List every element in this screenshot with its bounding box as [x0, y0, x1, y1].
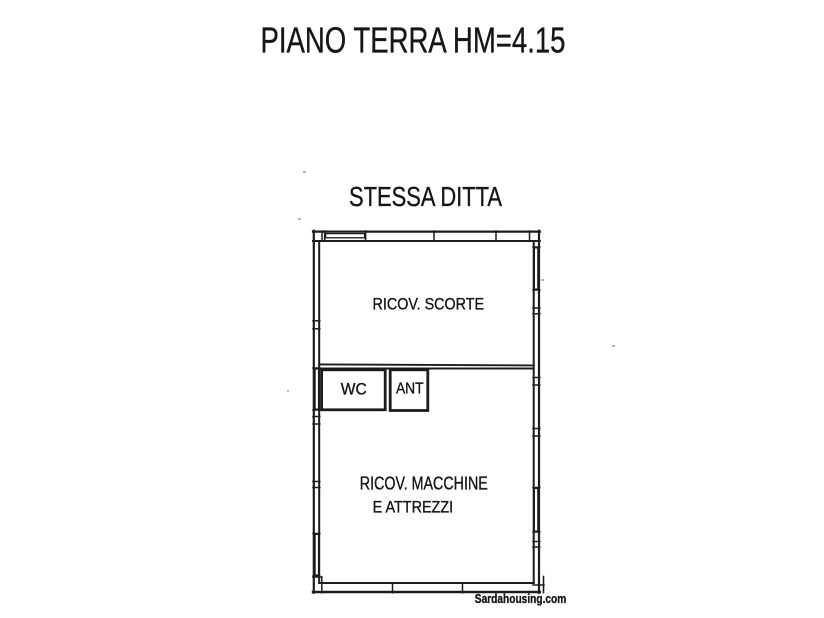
svg-text:Sardahousing.com: Sardahousing.com: [475, 591, 567, 606]
svg-text:RICOV. MACCHINE: RICOV. MACCHINE: [360, 474, 488, 494]
svg-text:PIANO TERRA HM=4.15: PIANO TERRA HM=4.15: [261, 20, 566, 61]
svg-text:E ATTREZZI: E ATTREZZI: [373, 497, 454, 516]
svg-text:WC: WC: [341, 380, 367, 398]
svg-text:RICOV. SCORTE: RICOV. SCORTE: [373, 295, 485, 314]
svg-text:ANT: ANT: [396, 381, 424, 398]
svg-text:STESSA DITTA: STESSA DITTA: [349, 181, 502, 212]
